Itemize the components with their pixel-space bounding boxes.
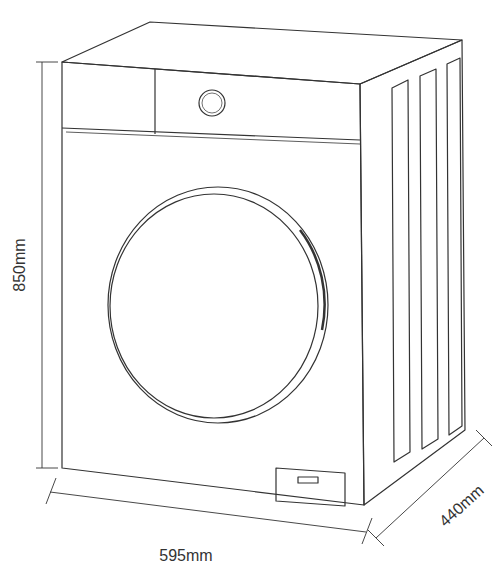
dimension-label: 850mm [11,236,29,293]
panel-divider [154,69,155,134]
dimension-tick [36,468,58,469]
dimension-tick [368,530,384,546]
dimension-line [50,492,366,532]
side-vent [447,58,462,435]
door-ring [108,187,328,423]
door-glass [110,194,318,418]
filter-cover [276,468,345,506]
control-knob [199,90,225,116]
cabinet-front [62,62,364,505]
dimension-tick [362,518,372,544]
control-knob [202,93,222,113]
cabinet-top [62,22,462,84]
door-hinge-edge [300,230,325,330]
panel-edge [66,132,360,144]
dimension-tick [476,430,492,446]
cabinet-side [360,40,465,505]
dimension-tick [46,478,56,504]
dimension-label: 440mm [435,480,490,532]
dimension-tick [36,62,58,63]
side-vent [420,69,438,449]
filter-slot [298,477,318,483]
dimension-label: 595mm [157,547,214,565]
side-vent [392,80,410,462]
dimension-line [42,62,43,468]
